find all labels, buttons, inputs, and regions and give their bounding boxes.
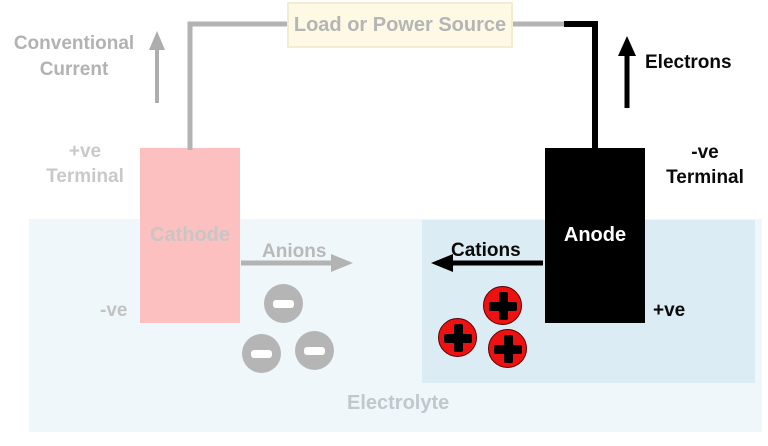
electrons-arrow-icon [618,36,636,108]
conventional-current-arrow-icon [149,31,165,103]
anode-wire [564,21,598,150]
negative-terminal-label: -ve Terminal [666,142,744,188]
electrons-label: Electrons [645,52,732,73]
cathode-polarity-label: -ve [100,300,128,321]
anion-particle [295,331,334,370]
cations-arrow-icon [431,254,543,272]
cation-particle [483,286,522,325]
cations-label: Cations [451,240,521,261]
cathode-wire [187,21,290,150]
load-power-source-box: Load or Power Source [287,2,513,48]
anion-particle [264,284,303,323]
cation-particle [488,329,527,368]
cathode-electrode: Cathode [140,148,240,323]
minus-icon [273,299,294,308]
plus-icon [488,291,517,320]
cation-particle [438,318,477,357]
load-power-source-label: Load or Power Source [293,13,507,36]
plus-icon [493,334,522,363]
cathode-label: Cathode [150,224,230,246]
anions-arrow-icon [241,254,353,272]
anode-label: Anode [563,224,627,246]
conventional-current-label: Conventional Current [13,33,135,80]
plus-icon [443,323,472,352]
electrolyte-label: Electrolyte [347,392,450,414]
anode-polarity-label: +ve [653,300,686,321]
anion-particle [242,334,281,373]
anode-electrode: Anode [545,148,645,323]
minus-icon [304,346,325,355]
anions-label: Anions [262,241,327,262]
minus-icon [251,349,272,358]
positive-terminal-label: +ve Terminal [46,141,124,187]
